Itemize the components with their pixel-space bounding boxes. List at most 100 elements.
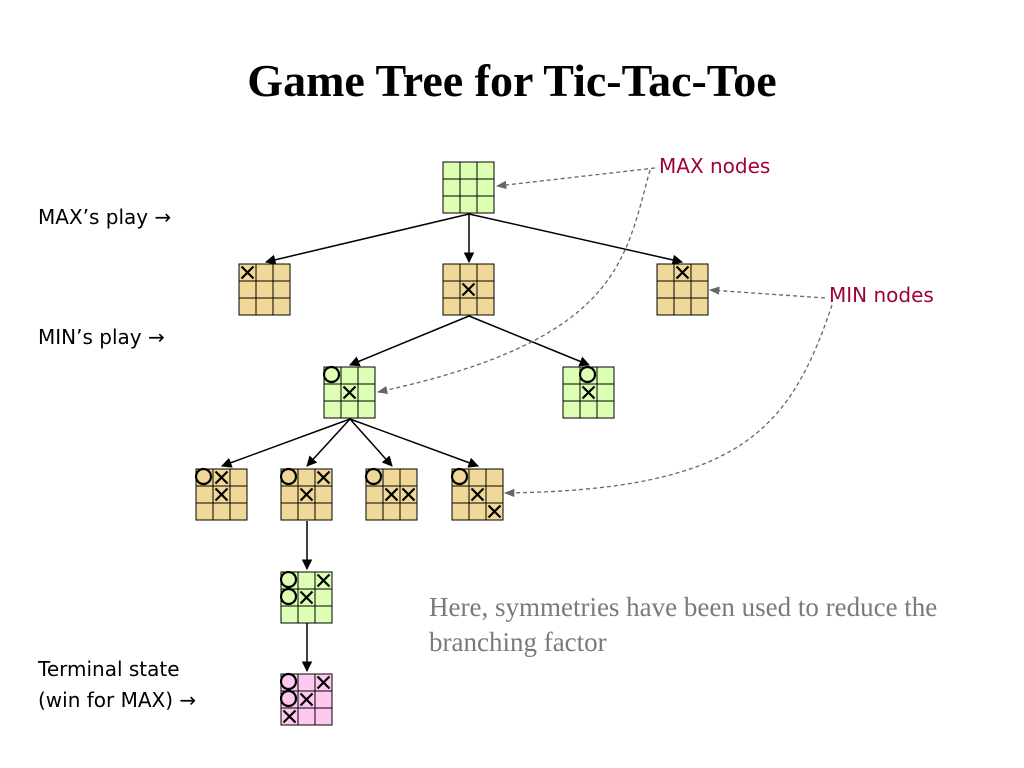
board-cell — [468, 502, 487, 521]
x-mark — [470, 487, 485, 502]
board-cell — [442, 195, 461, 214]
symmetry-caption: Here, symmetries have been used to reduc… — [429, 592, 938, 657]
board-l1-corner-min-node — [238, 263, 291, 316]
x-mark — [299, 590, 314, 605]
board-cell — [229, 468, 248, 487]
board-cell — [382, 468, 401, 487]
edge-l2-l3-d — [349, 418, 479, 468]
board-cell — [323, 400, 342, 419]
max-play-label: MAX’s play → — [38, 205, 172, 229]
min-nodes-annotation: MIN nodes — [829, 283, 934, 307]
board-cell — [442, 161, 461, 180]
board-cell — [297, 605, 316, 624]
board-cell — [442, 297, 461, 316]
board-cell — [314, 502, 333, 521]
board-cell — [459, 195, 478, 214]
board-l3-a-min-node — [194, 467, 248, 521]
x-mark — [461, 282, 476, 297]
x-mark — [299, 487, 314, 502]
board-cell — [673, 280, 692, 299]
o-mark — [364, 467, 383, 486]
board-cell — [297, 468, 316, 487]
board-cell — [485, 468, 504, 487]
board-cell — [442, 280, 461, 299]
o-mark — [578, 365, 597, 384]
board-cell — [656, 297, 675, 316]
board-cell — [272, 297, 291, 316]
board-cell — [562, 400, 581, 419]
board-l3-c-min-node — [364, 467, 418, 521]
board-cell — [476, 178, 495, 197]
x-mark — [675, 265, 690, 280]
board-cell — [297, 502, 316, 521]
edge-l2-l3-c — [349, 418, 393, 467]
board-cell — [476, 280, 495, 299]
terminal-label-line2: (win for MAX) → — [38, 688, 197, 712]
board-cell — [255, 280, 274, 299]
min-nodes-arrow-l3 — [503, 304, 833, 498]
board-cell — [314, 707, 333, 726]
board-cell — [468, 468, 487, 487]
board-cell — [459, 161, 478, 180]
board-cell — [314, 485, 333, 504]
x-mark — [384, 487, 399, 502]
board-root-max-node — [442, 161, 495, 214]
board-cell — [314, 605, 333, 624]
board-cell — [340, 366, 359, 385]
board-cell — [451, 502, 470, 521]
board-cell — [656, 263, 675, 282]
o-mark — [450, 467, 469, 486]
board-cell — [596, 383, 615, 402]
board-terminal-state — [279, 672, 333, 726]
board-cell — [399, 468, 418, 487]
board-cell — [297, 571, 316, 590]
board-cell — [365, 502, 384, 521]
board-cell — [596, 366, 615, 385]
board-cell — [459, 178, 478, 197]
board-cell — [272, 263, 291, 282]
board-cell — [562, 366, 581, 385]
page-title: Game Tree for Tic-Tac-Toe — [247, 55, 777, 106]
board-cell — [459, 297, 478, 316]
o-mark — [194, 467, 213, 486]
min-play-label: MIN’s play → — [38, 325, 165, 349]
board-cell — [280, 502, 299, 521]
max-nodes-arrow-l2 — [376, 169, 651, 395]
edge-l1-l2-a — [349, 315, 470, 367]
x-mark — [316, 573, 331, 588]
board-cell — [238, 280, 257, 299]
tree-boards — [194, 161, 709, 726]
board-l1-edge-min-node — [656, 263, 709, 316]
board-cell — [476, 297, 495, 316]
board-cell — [229, 485, 248, 504]
board-cell — [451, 485, 470, 504]
board-l1-center-min-node — [442, 263, 495, 316]
board-cell — [690, 297, 709, 316]
board-cell — [690, 280, 709, 299]
board-cell — [195, 485, 214, 504]
o-mark — [279, 672, 298, 691]
board-l2-b-max-node — [562, 365, 615, 419]
board-l4-max-node — [279, 570, 333, 624]
board-cell — [382, 502, 401, 521]
board-cell — [365, 485, 384, 504]
o-mark — [279, 570, 298, 589]
board-cell — [297, 673, 316, 692]
o-mark — [279, 587, 298, 606]
min-nodes-arrow-l1 — [708, 286, 826, 299]
board-cell — [280, 605, 299, 624]
board-cell — [476, 195, 495, 214]
board-cell — [579, 400, 598, 419]
board-cell — [673, 297, 692, 316]
board-cell — [195, 502, 214, 521]
board-cell — [314, 690, 333, 709]
edge-root-l1-corner — [264, 213, 470, 265]
board-cell — [476, 161, 495, 180]
board-cell — [357, 366, 376, 385]
board-cell — [459, 263, 478, 282]
board-cell — [212, 502, 231, 521]
x-mark — [316, 675, 331, 690]
edge-root-l1-edge — [468, 213, 684, 266]
